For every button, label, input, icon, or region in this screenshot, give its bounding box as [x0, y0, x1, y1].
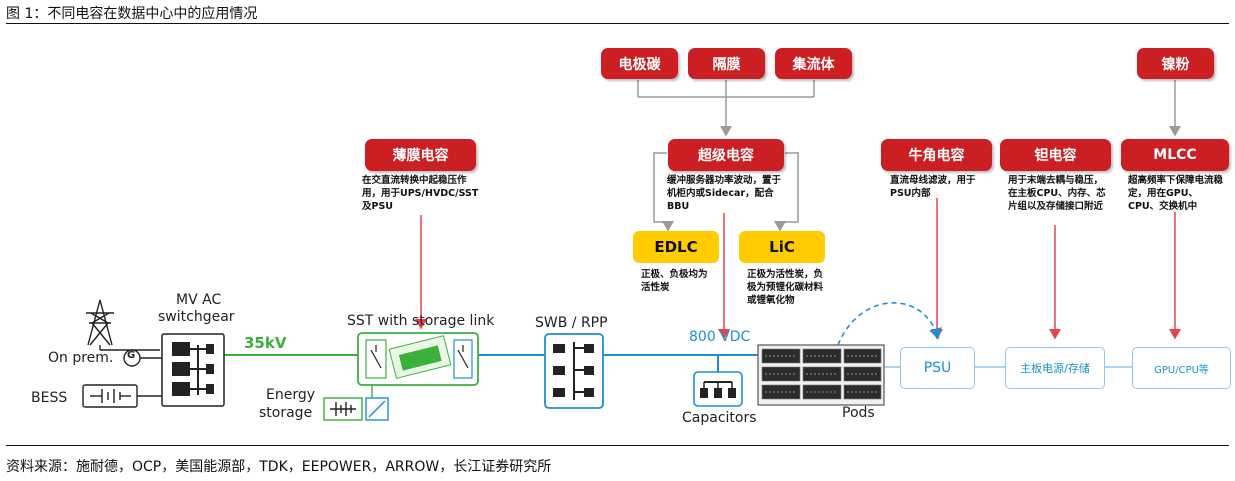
top-rule: [6, 23, 1229, 24]
storage-label: storage: [259, 405, 313, 421]
psu-box: PSU: [900, 347, 975, 389]
horn-capacitor-note: 直流母线滤波，用于PSU内部: [890, 175, 976, 199]
material-connectors: [637, 80, 1181, 232]
busbar-icon: [544, 333, 604, 409]
red-arrows: [415, 198, 1181, 340]
material-separator: 隔膜: [688, 48, 765, 79]
source-note: 资料来源：施耐德，OCP，美国能源部，TDK，EEPOWER，ARROW，长江证…: [6, 459, 552, 475]
energy-label: Energy: [266, 387, 316, 403]
lic-label: LiC: [739, 231, 825, 263]
energy-storage-icon: [323, 385, 389, 421]
material-current-collector: 集流体: [775, 48, 852, 79]
material-electrode-carbon: 电极碳: [601, 48, 678, 79]
edlc-note: 正极、负极均为活性炭: [641, 269, 708, 293]
supercapacitor-label: 超级电容: [668, 139, 784, 171]
voltage-35kv-label: 35kV: [244, 334, 287, 352]
capacitors-label: Capacitors: [682, 410, 757, 426]
edlc-label: EDLC: [633, 231, 719, 263]
mlcc-note: 超高频率下保障电流稳定，用在GPU、CPU、交换机中: [1128, 175, 1224, 212]
figure-title: 图 1：不同电容在数据中心中的应用情况: [6, 6, 258, 22]
film-capacitor-note: 在交直流转换中起稳压作用，用于UPS/HVDC/SST及PSU: [362, 175, 479, 212]
horn-capacitor-label: 牛角电容: [881, 139, 992, 171]
mv-ac-label: MV AC: [176, 292, 222, 308]
pods-label: Pods: [842, 405, 875, 421]
mlcc-label: MLCC: [1121, 139, 1229, 171]
battery-icon: [82, 384, 168, 408]
gpu-cpu-box: GPU/CPU等: [1132, 347, 1231, 389]
bess-label: BESS: [31, 390, 68, 406]
power-bus: [224, 302, 1132, 372]
sst-icon: [357, 332, 479, 386]
film-capacitor-label: 薄膜电容: [365, 139, 476, 171]
tantalum-capacitor-note: 用于末端去耦与稳压，在主板CPU、内存、芯片组以及存储接口附近: [1008, 175, 1106, 212]
on-prem-label: On prem.: [48, 350, 114, 366]
transmission-tower-icon: [86, 299, 160, 351]
supercapacitor-note: 缓冲服务器功率波动，置于机柜内或Sidecar，配合BBU: [667, 174, 789, 213]
material-nickel-powder: 镍粉: [1137, 48, 1214, 79]
generator-symbol: G: [127, 350, 136, 361]
switchgear-icon: [161, 333, 225, 407]
bottom-rule: [6, 445, 1229, 446]
server-rack-icon: [757, 344, 885, 406]
capacitor-bank-icon: [693, 371, 743, 407]
swb-rpp-label: SWB / RPP: [535, 315, 608, 331]
mainboard-power-box: 主板电源/存储: [1005, 347, 1105, 389]
sst-label: SST with storage link: [347, 313, 495, 329]
tantalum-capacitor-label: 钽电容: [1000, 139, 1111, 171]
lic-note: 正极为活性炭，负极为预锂化碳材料或锂氧化物: [747, 269, 824, 306]
vdc-800-label: 800 VDC: [689, 329, 751, 345]
switchgear-label: switchgear: [158, 309, 235, 325]
